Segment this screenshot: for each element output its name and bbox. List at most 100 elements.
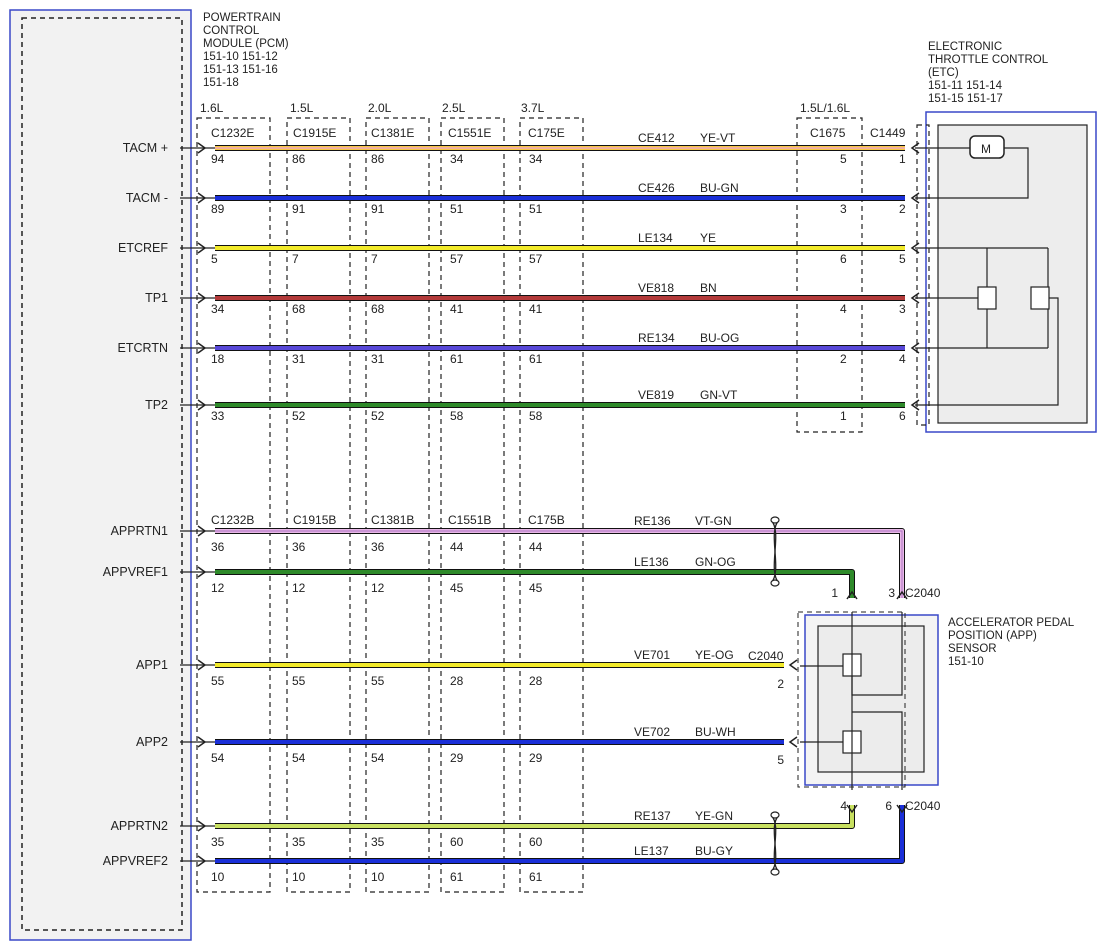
pcm-title-line: CONTROL xyxy=(203,25,260,37)
device-pin-arrow xyxy=(846,590,858,600)
engine-label: 1.6L xyxy=(200,101,224,115)
pcm-signal-label: APPVREF2 xyxy=(103,854,168,868)
device-pin-arrow xyxy=(896,590,908,600)
wire-RE136-fill xyxy=(215,529,904,598)
pin-number: 31 xyxy=(292,352,306,366)
device-pin-arrow xyxy=(788,659,798,671)
pin-number: 12 xyxy=(371,581,385,595)
pin-number: 34 xyxy=(450,152,464,166)
pcm-signal-label: ETCRTN xyxy=(118,341,168,355)
pcm-title-line: 151-13 151-16 xyxy=(203,64,278,76)
inline-pin-number: 6 xyxy=(840,252,847,266)
engine-label: 1.5L xyxy=(290,101,314,115)
app-pin-number: 2 xyxy=(777,677,784,691)
device-pin-arrow xyxy=(846,804,858,814)
etc-device[interactable]: M xyxy=(915,111,1097,433)
pin-number: 60 xyxy=(529,835,543,849)
pcm-signal-label: TACM - xyxy=(126,191,168,205)
wire-color-code: GN-VT xyxy=(700,388,738,402)
motor-return xyxy=(915,147,1029,199)
circuit-id: LE134 xyxy=(638,231,673,245)
circuit-id: VE819 xyxy=(638,388,674,402)
pcm-outline xyxy=(9,9,192,941)
circuit-id: RE137 xyxy=(634,809,671,823)
etc-title-line: (ETC) xyxy=(928,67,959,79)
circuit-id: CE426 xyxy=(638,181,675,195)
app-pin-number: 3 xyxy=(888,586,895,600)
pin-number: 45 xyxy=(529,581,543,595)
pcm-signal-label: TP2 xyxy=(145,398,168,412)
connector-name-bottom: C1915B xyxy=(293,513,336,527)
etc-pin-number: 3 xyxy=(899,302,906,316)
pin-number: 31 xyxy=(371,352,385,366)
pin-number: 61 xyxy=(450,352,464,366)
inline-pin-number: 5 xyxy=(840,152,847,166)
pin-number: 52 xyxy=(371,409,385,423)
pcm-signal-labels: TACM +TACM -ETCREFTP1ETCRTNTP2APPRTN1APP… xyxy=(103,141,169,868)
circuit-id: VE701 xyxy=(634,648,670,662)
pin-number: 54 xyxy=(371,751,385,765)
app-sensor-internals xyxy=(800,612,903,790)
connector-column xyxy=(365,117,430,893)
inline-pin-number: 3 xyxy=(840,202,847,216)
motor-icon: M xyxy=(915,135,1029,199)
pin-number: 54 xyxy=(292,751,306,765)
circuit-id: RE136 xyxy=(634,514,671,528)
pin-number: 86 xyxy=(371,152,385,166)
pin-number: 61 xyxy=(529,870,543,884)
pin-number: 10 xyxy=(371,870,385,884)
tp2-wiper xyxy=(915,297,1059,406)
pin-number: 61 xyxy=(529,352,543,366)
pin-number: 7 xyxy=(371,252,378,266)
pin-number: 35 xyxy=(211,835,225,849)
wire-LE137-outline xyxy=(215,805,905,864)
pin-number: 34 xyxy=(211,302,225,316)
device-pin-arrow xyxy=(910,292,920,304)
pin-number: 60 xyxy=(450,835,464,849)
wire-color-code: BU-GY xyxy=(695,844,733,858)
inline-engine-label: 1.5L/1.6L xyxy=(800,101,850,115)
pin-number: 36 xyxy=(292,540,306,554)
pcm-title-line: POWERTRAIN xyxy=(203,12,281,24)
circuit-id: VE818 xyxy=(638,281,674,295)
app-title: ACCELERATOR PEDAL POSITION (APP) SENSOR … xyxy=(948,617,1075,668)
etc-inner-dashed xyxy=(916,124,930,426)
pcm-title-line: 151-18 xyxy=(203,77,239,89)
app-pin-number: 5 xyxy=(777,753,784,767)
app-title-line: POSITION (APP) xyxy=(948,630,1037,642)
app-sensor-device[interactable] xyxy=(797,611,939,790)
pin-number: 45 xyxy=(450,581,464,595)
etc-title-line: 151-11 151-14 xyxy=(928,80,1003,92)
circuit-id: CE412 xyxy=(638,131,675,145)
pin-number: 52 xyxy=(292,409,306,423)
device-pin-arrow xyxy=(910,242,920,254)
pcm-title: POWERTRAIN CONTROL MODULE (PCM) 151-10 1… xyxy=(203,12,289,89)
device-pin-arrow xyxy=(896,804,908,814)
wire-LE136 xyxy=(215,569,855,598)
app-title-line: ACCELERATOR PEDAL xyxy=(948,617,1075,629)
engine-label: 2.0L xyxy=(368,101,392,115)
wire-RE137-outline xyxy=(215,805,855,829)
pin-number: 28 xyxy=(450,674,464,688)
connector-name-top: C1551E xyxy=(448,126,491,140)
inline-connector-name: C1675 xyxy=(810,126,846,140)
etc-pin-number: 2 xyxy=(899,202,906,216)
pcm-module[interactable]: POWERTRAIN CONTROL MODULE (PCM) 151-10 1… xyxy=(9,9,289,941)
etc-pin-number: 1 xyxy=(899,152,906,166)
pin-number: 5 xyxy=(211,252,218,266)
connector-column xyxy=(196,117,271,893)
twisted-pair-icon xyxy=(770,519,780,584)
pin-number: 61 xyxy=(450,870,464,884)
pin-number: 12 xyxy=(211,581,225,595)
wire-color-code: YE xyxy=(700,231,716,245)
connector-column xyxy=(440,117,505,893)
wire-color-code: BN xyxy=(700,281,717,295)
pcm-signal-label: APP1 xyxy=(136,658,168,672)
wire-LE137 xyxy=(215,805,905,864)
pin-number: 36 xyxy=(371,540,385,554)
etc-pin-number: 6 xyxy=(899,409,906,423)
circuit-id: VE702 xyxy=(634,725,670,739)
etc-pin-number: 4 xyxy=(899,352,906,366)
